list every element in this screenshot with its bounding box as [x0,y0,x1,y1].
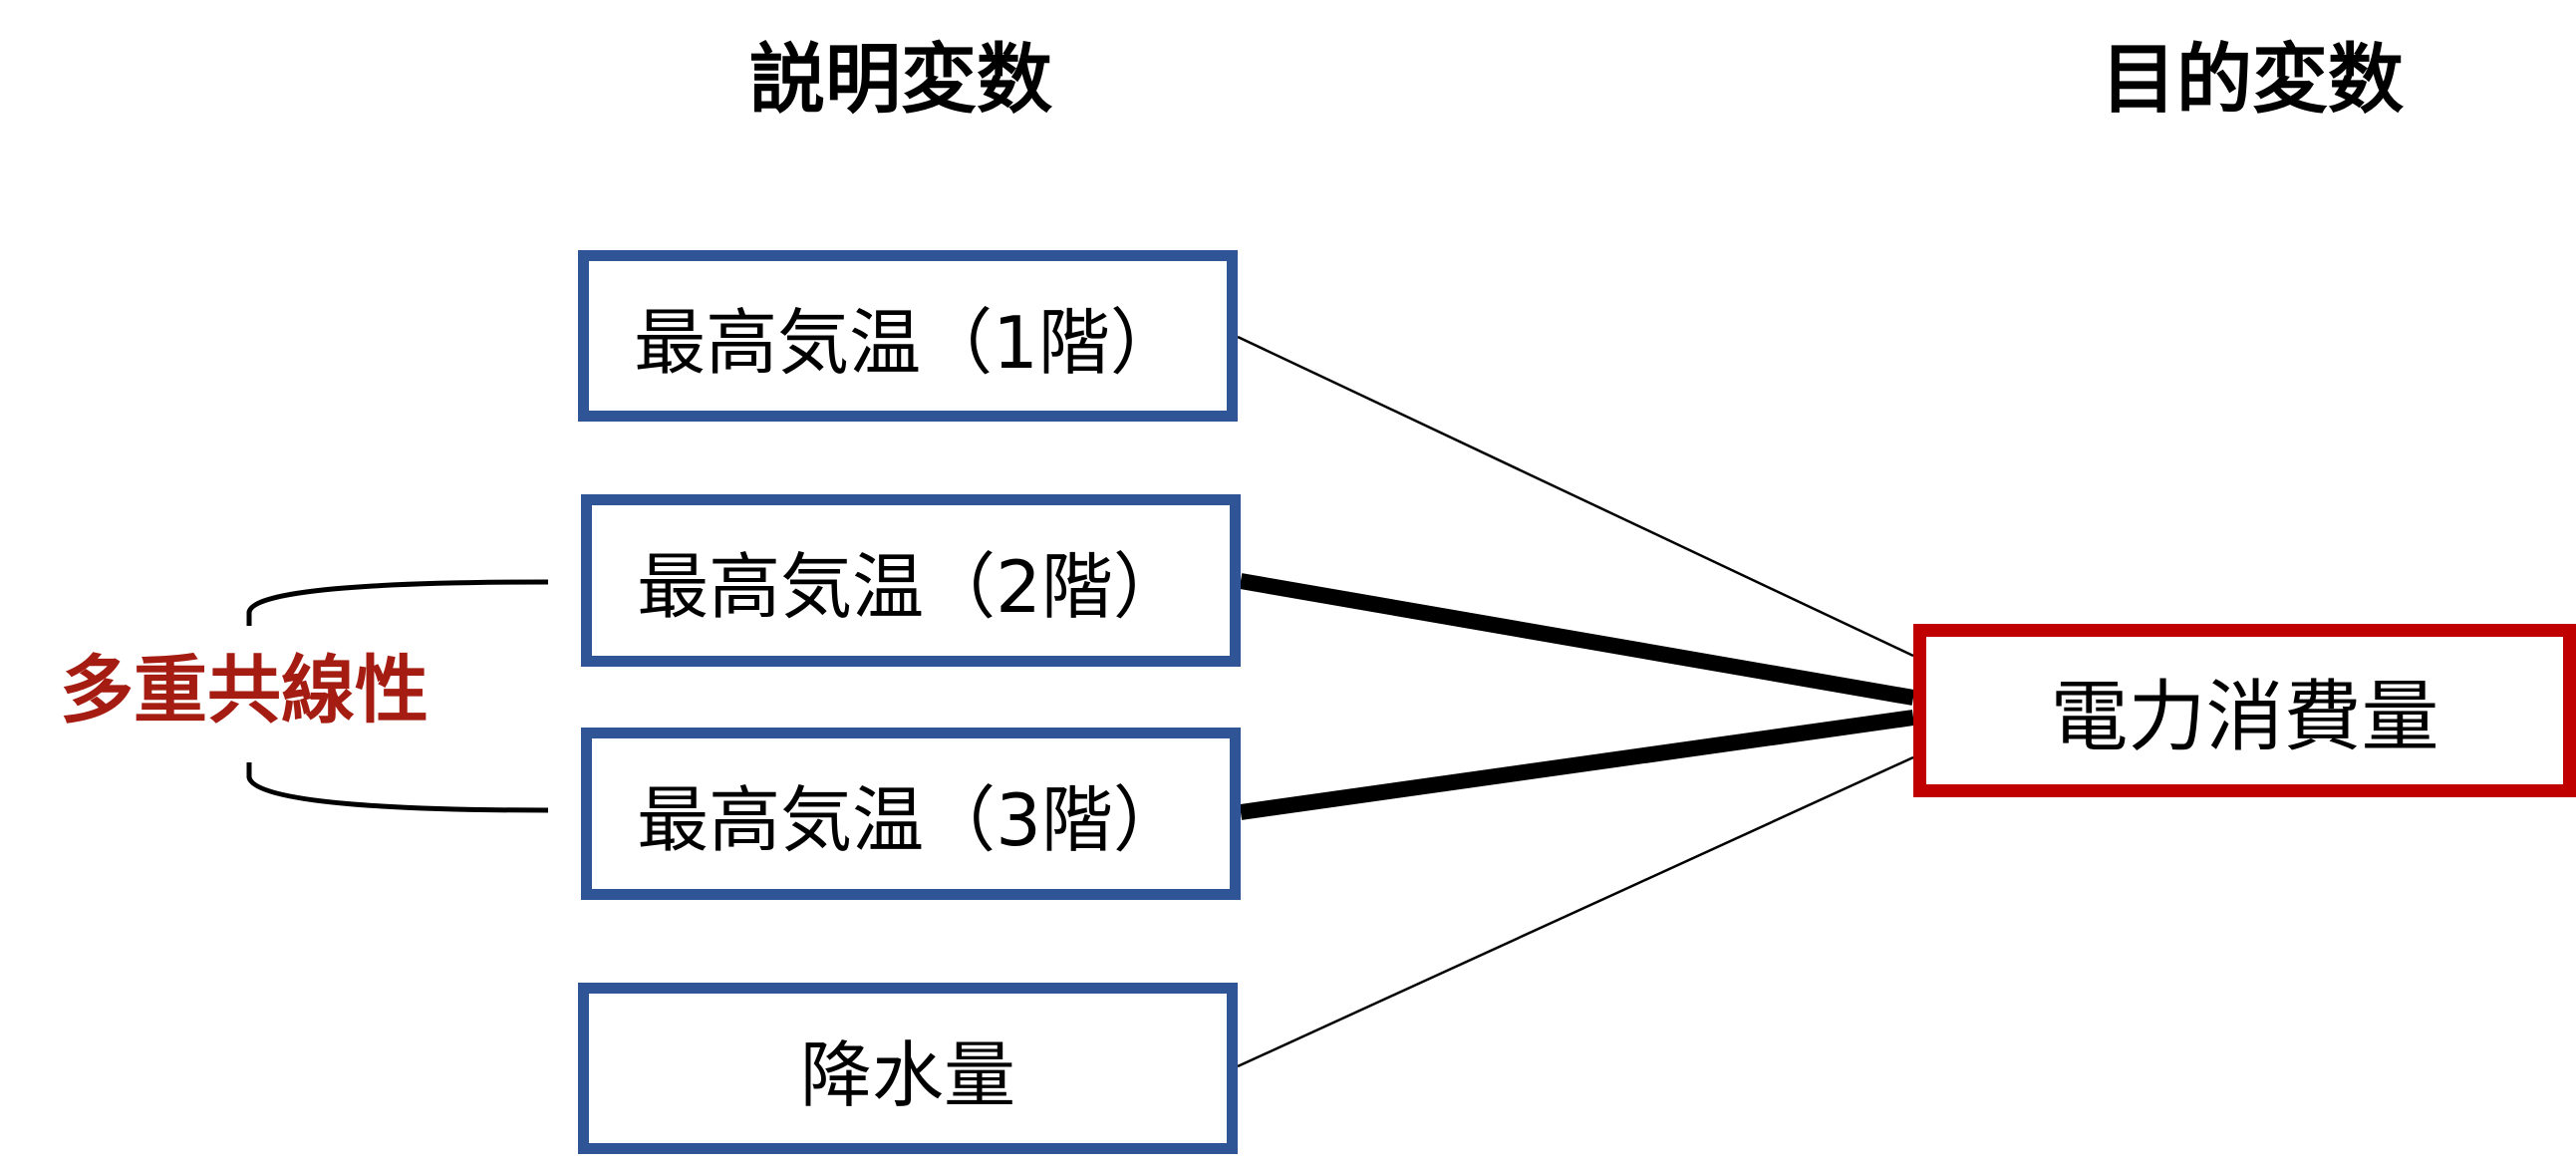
link-temp1-to-target [1237,335,1914,658]
target-box-label: 電力消費量 [2050,673,2439,762]
explanatory-box-precipitation: 降水量 [578,983,1238,1154]
link-precip-to-target [1237,755,1914,1068]
explanatory-box-temp-3f: 最高気温（3階） [581,728,1241,900]
collinearity-label: 多重共線性 [60,648,429,733]
explanatory-box-label: 降水量 [799,1032,1015,1117]
explanatory-box-label: 最高気温（2階） [637,545,1185,629]
explanatory-box-temp-1f: 最高気温（1階） [578,250,1238,422]
objective-variable-heading: 目的変数 [2101,35,2404,124]
explanatory-variables-heading: 説明変数 [749,35,1052,124]
explanatory-box-temp-2f: 最高気温（2階） [581,494,1241,667]
explanatory-box-label: 最高気温（3階） [637,778,1185,862]
collinearity-bracket [246,579,549,813]
explanatory-box-label: 最高気温（1階） [634,300,1182,385]
link-temp3-to-target [1239,710,1915,820]
target-box-power-consumption: 電力消費量 [1913,624,2576,797]
link-temp2-to-target [1239,573,1915,706]
